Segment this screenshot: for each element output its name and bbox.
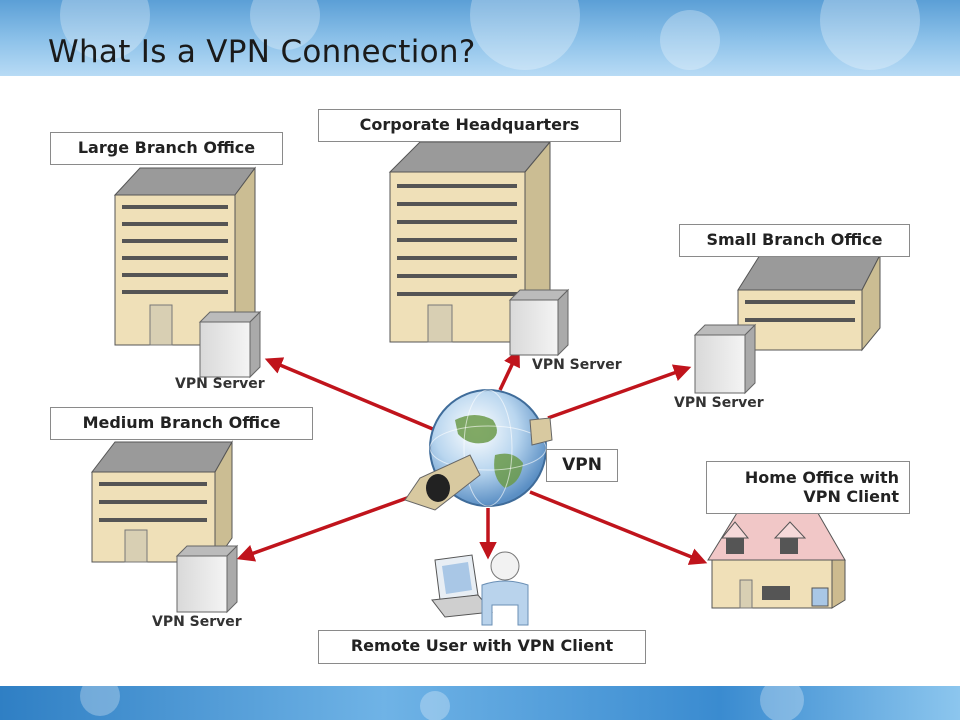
label-remote-user: Remote User with VPN Client: [318, 630, 646, 664]
small-branch-building: [737, 254, 881, 352]
label-large-branch: Large Branch Office: [50, 132, 283, 165]
label-home-office-line2: VPN Client: [803, 487, 899, 506]
header-band: [0, 0, 960, 76]
link-small-branch: [547, 364, 692, 420]
medium-branch-building: [90, 440, 233, 564]
link-large-branch: [264, 357, 441, 434]
link-medium-branch: [236, 486, 436, 562]
label-corporate-hq: Corporate Headquarters: [318, 109, 621, 142]
large-branch-server-icon: [198, 310, 262, 379]
remote-user-person-icon: [481, 551, 529, 626]
medium-branch-server-icon: [175, 544, 239, 614]
medium-branch-server-label: VPN Server: [152, 614, 242, 630]
footer-band: [0, 686, 960, 720]
label-home-office: Home Office with VPN Client: [706, 461, 910, 514]
remote-user-laptop-icon: [431, 554, 493, 618]
label-small-branch: Small Branch Office: [679, 224, 910, 257]
link-corporate-hq: [498, 348, 520, 391]
corporate-hq-server-label: VPN Server: [532, 357, 622, 373]
slide-title: What Is a VPN Connection?: [48, 34, 476, 70]
label-medium-branch: Medium Branch Office: [50, 407, 313, 440]
corporate-hq-server-icon: [508, 288, 570, 357]
small-branch-server-icon: [693, 323, 757, 395]
link-home-office: [529, 490, 708, 565]
large-branch-server-label: VPN Server: [175, 376, 265, 392]
label-vpn-hub: VPN: [546, 449, 618, 482]
connection-lines: [236, 348, 708, 565]
vpn-tunnel-icon: [404, 417, 553, 511]
small-branch-server-label: VPN Server: [674, 395, 764, 411]
large-branch-building: [113, 166, 256, 347]
label-home-office-line1: Home Office with: [744, 468, 899, 487]
home-office-house-icon: [707, 507, 846, 609]
